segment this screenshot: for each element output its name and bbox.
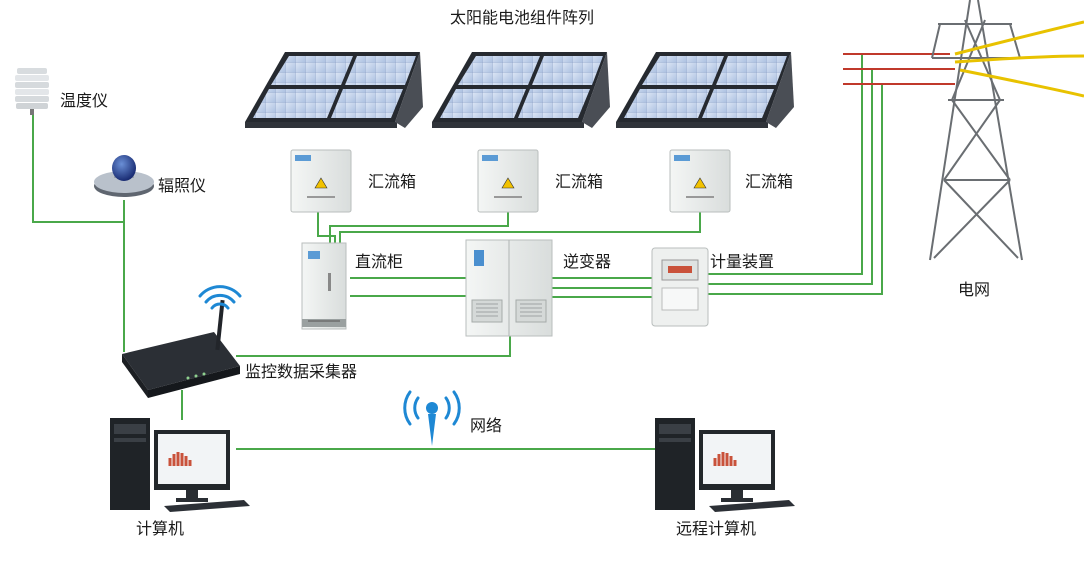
combiner3-to-dc-line [339, 212, 701, 248]
data-collector [122, 285, 242, 398]
dc-cabinet [301, 242, 347, 330]
computer-label: 计算机 [136, 519, 185, 538]
irradiance-meter [94, 155, 154, 197]
transmission-tower [929, 0, 1084, 261]
computer [110, 418, 250, 512]
combiner-box-1-label: 汇流箱 [368, 172, 417, 191]
irradiance-meter-icon [94, 155, 154, 197]
combiner-box-2-label: 汇流箱 [555, 172, 604, 191]
solar-panel-icon [432, 52, 610, 128]
combiner1-to-dc-line [317, 212, 336, 248]
network-label: 网络 [470, 416, 503, 435]
data-collector-label: 监控数据采集器 [245, 362, 358, 381]
thermometer-to-collector-line [32, 112, 125, 352]
irradiance-meter-label: 辐照仪 [158, 176, 207, 195]
metering-device [651, 247, 709, 327]
network-antenna-icon [403, 390, 461, 446]
combiner-box-icon [477, 149, 539, 213]
thermometer-label: 温度仪 [60, 91, 109, 110]
solar-panel-1 [245, 52, 423, 128]
inverter-to-collector-line [236, 336, 511, 357]
network-antenna [403, 390, 461, 446]
solar-panel-3 [616, 52, 794, 128]
inverter [465, 239, 553, 337]
combiner-box-icon [290, 149, 352, 213]
combiner-box-3-label: 汇流箱 [745, 172, 794, 191]
remote-computer-label: 远程计算机 [676, 519, 757, 538]
meter-icon [651, 247, 709, 327]
meter-to-grid-line-b [706, 70, 873, 285]
transmission-tower-icon [929, 0, 1023, 261]
meter-to-grid-line-a [706, 55, 863, 275]
inverter-label: 逆变器 [563, 252, 612, 271]
combiner-box-3 [669, 149, 731, 213]
solar-panel-icon [245, 52, 423, 128]
combiner-box-1 [290, 149, 352, 213]
inverter-icon [465, 239, 553, 337]
combiner-box-2 [477, 149, 539, 213]
desktop-computer-icon [110, 418, 250, 512]
array-title: 太阳能电池组件阵列 [450, 8, 594, 27]
combiner2-to-dc-line [329, 212, 509, 248]
combiner-box-icon [669, 149, 731, 213]
grid-label: 电网 [958, 280, 991, 299]
thermometer [15, 68, 49, 115]
router-icon [122, 299, 240, 398]
wifi-icon [198, 285, 242, 310]
connection-lines [32, 55, 883, 450]
meter-to-grid-line-c [706, 84, 883, 295]
desktop-computer-icon [655, 418, 795, 512]
thermometer-icon [15, 68, 49, 115]
solar-panel-icon [616, 52, 794, 128]
power-wires [954, 20, 1084, 98]
dc-cabinet-label: 直流柜 [355, 252, 404, 271]
dc-cabinet-icon [301, 242, 347, 330]
solar-panel-2 [432, 52, 610, 128]
metering-device-label: 计量装置 [710, 252, 775, 271]
remote-computer [655, 418, 795, 512]
